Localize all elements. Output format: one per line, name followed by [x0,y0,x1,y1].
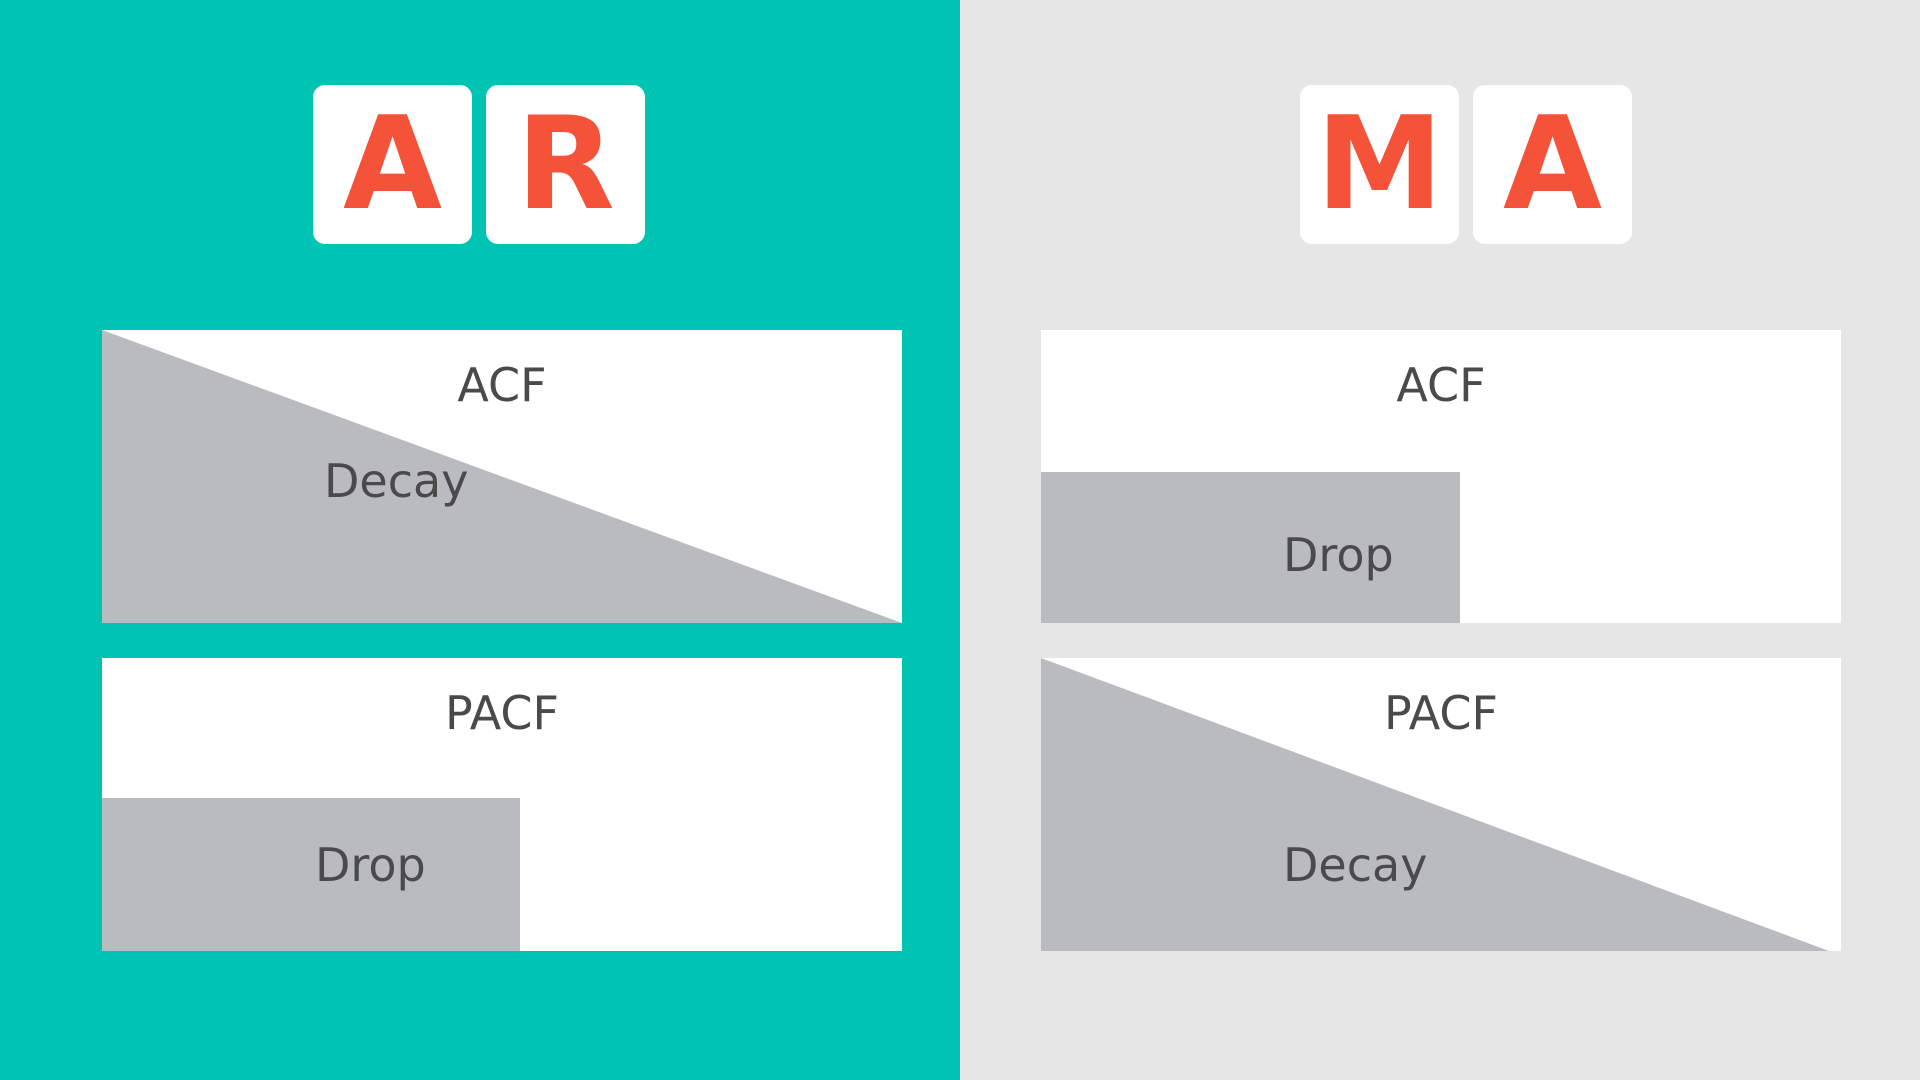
ar-letter-tiles: A R [313,85,645,244]
ma-letter-tiles: M A [1300,85,1632,244]
letter-tile-m: M [1300,85,1459,244]
ar-pacf-title: PACF [444,686,560,740]
letter-tile-r: R [486,85,645,244]
ar-acf-panel: ACF Decay [102,330,902,623]
ma-pacf-panel: PACF Decay [1041,658,1841,951]
drop-block-shape [1041,472,1460,623]
letter-tile-text: A [1502,89,1603,239]
ar-pacf-behavior-label: Drop [315,838,426,892]
letter-tile-text: A [342,89,443,239]
decay-triangle-shape [102,330,902,623]
drop-block-shape [102,798,520,951]
ma-acf-behavior-label: Drop [1283,528,1394,582]
ma-acf-panel: ACF Drop [1041,330,1841,623]
ma-pacf-behavior-label: Decay [1283,838,1428,892]
decay-triangle-shape [1041,658,1829,951]
letter-tile-text: M [1315,89,1444,239]
ar-acf-title: ACF [457,358,547,412]
ar-pacf-panel: PACF Drop [102,658,902,951]
ar-acf-behavior-label: Decay [324,454,469,508]
ma-section: M A ACF Drop PACF Decay [960,0,1920,1080]
ma-acf-title: ACF [1396,358,1486,412]
letter-tile-a: A [313,85,472,244]
letter-tile-text: R [516,89,615,239]
ma-pacf-title: PACF [1383,686,1499,740]
letter-tile-a: A [1473,85,1632,244]
ar-section: A R ACF Decay PACF Drop [0,0,960,1080]
